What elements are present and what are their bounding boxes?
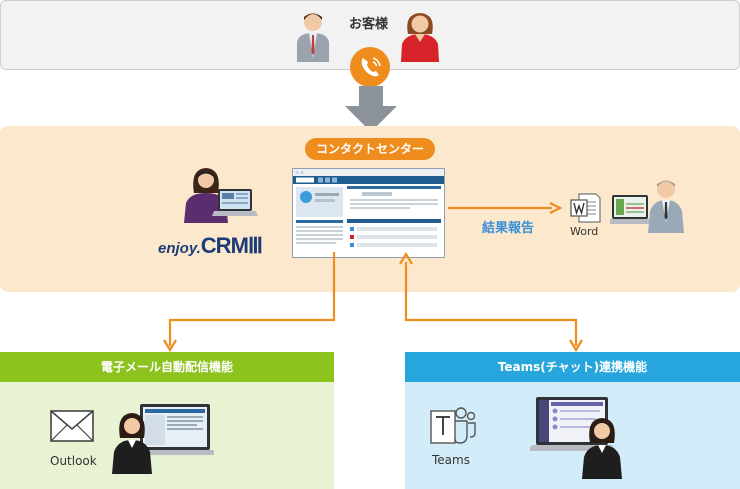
- operator-icon: [184, 168, 258, 223]
- down-arrow-icon: [345, 86, 397, 132]
- logo-enjoy-text: enjoy.: [158, 240, 201, 257]
- female-customer-icon: [401, 13, 439, 62]
- word-icon: [570, 193, 601, 223]
- customer-label: お客様: [349, 17, 389, 32]
- connector-arrows: [163, 252, 583, 353]
- male-customer-icon: [297, 13, 329, 62]
- teams-feature-title: Teams(チャット)連携機能: [405, 352, 740, 382]
- logo-crm-text: CRM: [200, 233, 249, 258]
- email-operator-icon: [112, 404, 214, 474]
- teams-label: Teams: [432, 453, 470, 467]
- report-label: 結果報告: [482, 221, 535, 236]
- phone-icon: [350, 47, 390, 87]
- manager-icon: [610, 180, 684, 233]
- report-arrow-icon: [448, 202, 563, 214]
- email-feature-title: 電子メール自動配信機能: [0, 352, 334, 382]
- logo-roman-text: Ⅲ: [247, 233, 264, 258]
- teams-icon: [430, 407, 476, 444]
- teams-operator-icon: [530, 397, 622, 479]
- crm-screen-window: [292, 168, 445, 258]
- outlook-label: Outlook: [50, 454, 97, 468]
- mail-icon: [50, 410, 94, 442]
- enjoy-crm-logo: enjoy.CRMⅢ: [158, 233, 263, 259]
- word-label: Word: [570, 225, 599, 238]
- contact-center-label: コンタクトセンター: [305, 138, 435, 160]
